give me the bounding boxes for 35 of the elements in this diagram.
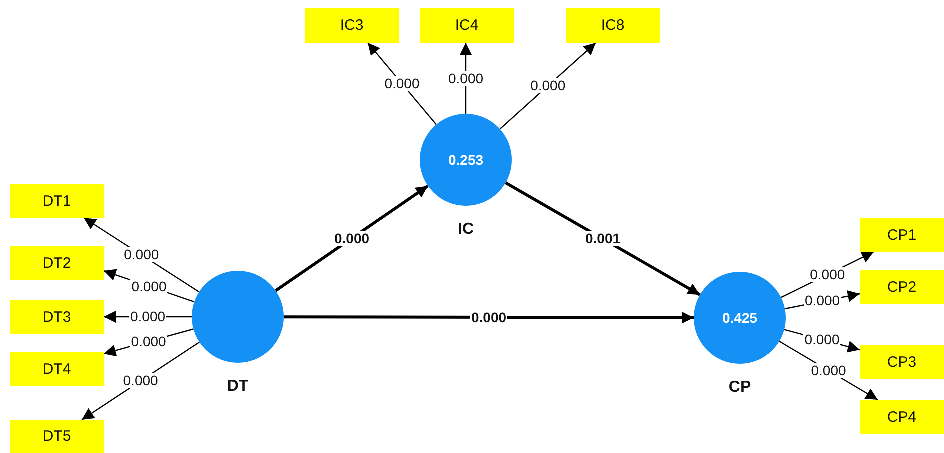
indicator-box: IC8 bbox=[566, 8, 660, 43]
path-coefficient: 0.000 bbox=[384, 76, 421, 92]
r-squared-value: 0.253 bbox=[448, 152, 484, 168]
path-coefficient: 0.000 bbox=[123, 248, 160, 263]
r-squared-value: 0.425 bbox=[722, 310, 758, 326]
path-coefficient: 0.000 bbox=[810, 363, 848, 378]
construct-name: IC bbox=[458, 221, 474, 239]
path-coefficient: 0.000 bbox=[447, 71, 485, 86]
indicator-box: DT1 bbox=[10, 184, 104, 218]
indicator-box: CP3 bbox=[860, 345, 944, 379]
indicator-box: CP2 bbox=[860, 270, 944, 304]
path-coefficient: 0.000 bbox=[130, 334, 168, 350]
path-coefficient: 0.000 bbox=[130, 279, 168, 294]
indicator-box: DT2 bbox=[10, 246, 104, 280]
path-coefficient: 0.000 bbox=[333, 231, 371, 246]
construct-name: DT bbox=[227, 378, 249, 396]
indicator-box: DT4 bbox=[10, 352, 104, 386]
path-coefficient: 0.001 bbox=[584, 232, 622, 246]
arrow bbox=[275, 184, 429, 292]
construct-name: CP bbox=[728, 379, 752, 397]
path-coefficient: 0.000 bbox=[530, 78, 567, 94]
path-coefficient: 0.000 bbox=[470, 310, 508, 325]
indicator-box: IC3 bbox=[305, 8, 399, 43]
path-coefficient: 0.000 bbox=[809, 267, 846, 282]
indicator-box: DT5 bbox=[10, 420, 104, 453]
indicator-box: CP4 bbox=[860, 400, 944, 434]
arrow bbox=[505, 182, 701, 296]
arrow bbox=[284, 312, 694, 324]
indicator-box: DT3 bbox=[10, 300, 104, 334]
indicator-box: CP1 bbox=[860, 218, 944, 252]
path-coefficient: 0.000 bbox=[122, 374, 160, 389]
path-coefficient: 0.000 bbox=[804, 332, 841, 348]
path-coefficient: 0.000 bbox=[804, 294, 842, 309]
indicator-box: IC4 bbox=[420, 8, 514, 43]
path-coefficient: 0.000 bbox=[129, 310, 167, 324]
